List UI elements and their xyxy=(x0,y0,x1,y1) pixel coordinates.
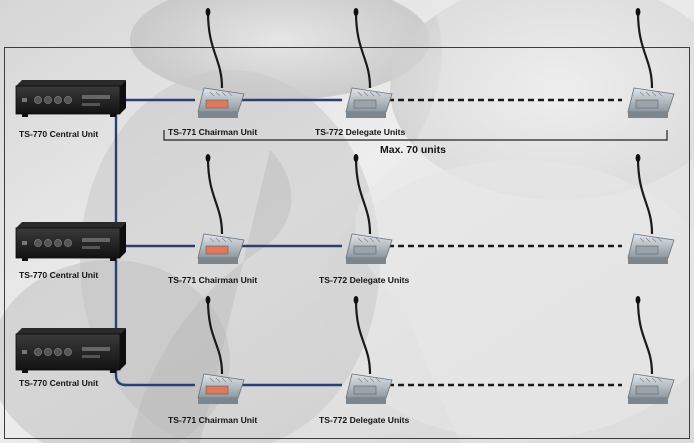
chairman-mic-icon-3 xyxy=(197,296,245,404)
delegate-mic-icon-2-a xyxy=(345,154,393,264)
delegate-mic-icon-3-a xyxy=(345,296,393,404)
chairman-unit-label-2: TS-771 Chairman Unit xyxy=(168,275,258,285)
delegate-units-label-3: TS-772 Delegate Units xyxy=(319,415,410,425)
max-units-bracket xyxy=(163,130,668,141)
central-unit-label-3: TS-770 Central Unit xyxy=(19,378,99,388)
chairman-unit-label-3: TS-771 Chairman Unit xyxy=(168,415,258,425)
delegate-units-label-2: TS-772 Delegate Units xyxy=(319,275,410,285)
delegate-mic-icon-3-b xyxy=(627,296,675,404)
central-unit-label-1: TS-770 Central Unit xyxy=(19,129,99,139)
chairman-unit-label-1: TS-771 Chairman Unit xyxy=(168,127,258,137)
max-units-label: Max. 70 units xyxy=(380,144,446,156)
delegate-units-label-1: TS-772 Delegate Units xyxy=(315,127,406,137)
delegate-mic-icon-1-b xyxy=(627,8,675,118)
central-unit-icon-3 xyxy=(15,328,126,373)
central-unit-icon-1 xyxy=(15,80,126,117)
central-unit-label-2: TS-770 Central Unit xyxy=(19,270,99,280)
cable-central-link xyxy=(114,112,127,387)
delegate-mic-icon-2-b xyxy=(627,154,675,264)
central-unit-icon-2 xyxy=(15,222,126,261)
system-frame xyxy=(4,47,690,439)
chairman-mic-icon-1 xyxy=(197,8,245,118)
delegate-mic-icon-1-a xyxy=(345,8,393,118)
chairman-mic-icon-2 xyxy=(197,154,245,264)
